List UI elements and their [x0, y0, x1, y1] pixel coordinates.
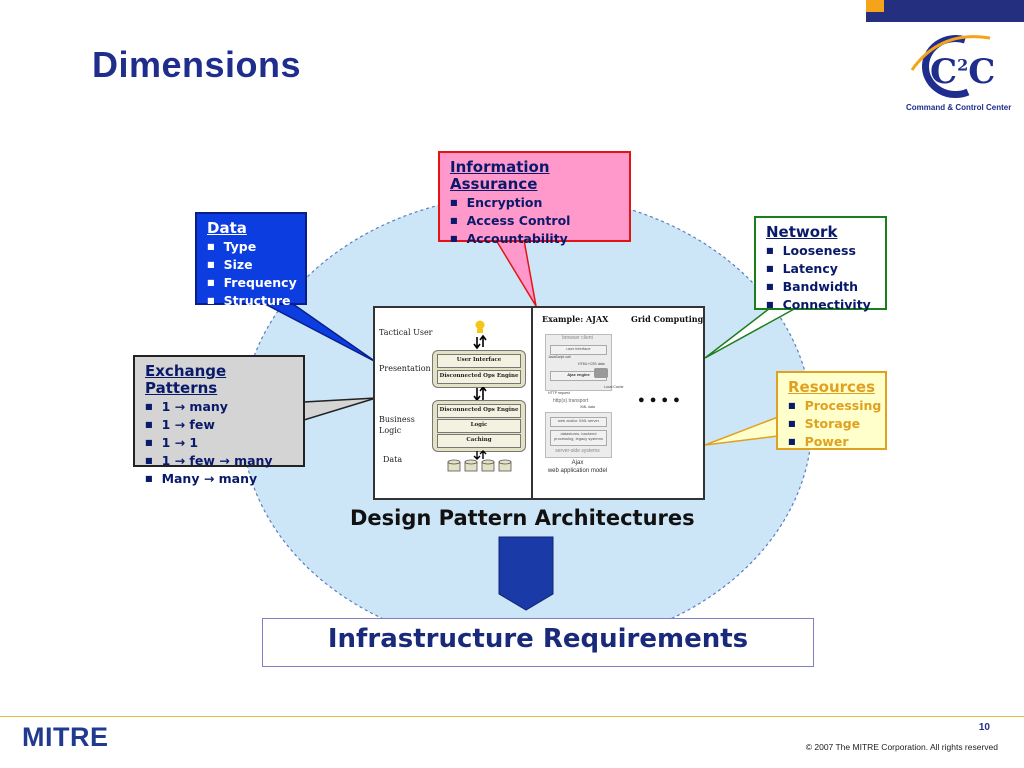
- ia-callout-title-line1: Information: [450, 158, 550, 176]
- data-label: Data: [383, 455, 403, 464]
- list-item: Processing: [788, 398, 882, 416]
- ajax-local-cache-label: Local Cache: [604, 385, 624, 389]
- ajax-server-side-label: server-side systems: [555, 448, 600, 454]
- ajax-user-interface: user interface: [550, 345, 607, 355]
- user-interface-layer: User Interface: [437, 354, 521, 368]
- ajax-caption-1: Ajax: [571, 460, 584, 466]
- c2c-logo: [910, 35, 991, 99]
- network-callout-title: Network: [766, 223, 838, 241]
- resources-callout-list: Processing Storage Power: [788, 398, 882, 452]
- design-pattern-caption: Design Pattern Architectures: [350, 506, 695, 530]
- infrastructure-caption: Infrastructure Requirements: [327, 624, 749, 654]
- resources-callout-title: Resources: [788, 378, 876, 396]
- list-item: 1 → many: [145, 399, 293, 417]
- list-item: Power: [788, 434, 875, 452]
- disconnected-ops-layer-2: Disconnected Ops Engine: [437, 404, 521, 418]
- list-item: Bandwidth: [766, 279, 875, 297]
- caching-layer: Caching: [437, 434, 521, 448]
- down-arrow: [498, 536, 554, 611]
- network-callout-list: Looseness Latency Bandwidth Connectivity: [766, 243, 875, 315]
- ajax-browser-client-label: browser client: [562, 335, 593, 341]
- data-callout-title: Data: [207, 219, 247, 237]
- mitre-logo: MITRE: [22, 722, 109, 752]
- ajax-xml-data: XML data: [580, 405, 595, 409]
- ajax-client-box: [545, 334, 612, 391]
- resources-callout: Resources Processing Storage Power: [776, 371, 887, 450]
- list-item: Frequency: [207, 275, 297, 293]
- exchange-patterns-callout: Exchange Patterns 1 → many 1 → few 1 → 1…: [133, 355, 305, 486]
- example-ajax-label: Example: AJAX: [542, 314, 609, 324]
- presentation-label: Presentation: [379, 364, 431, 373]
- ia-callout-title-line2: Assurance: [450, 175, 538, 193]
- database-icons: [447, 459, 512, 472]
- slide-title: Dimensions: [92, 44, 302, 85]
- updown-arrow-icon: [473, 387, 487, 401]
- ajax-datastores: datastores, backend processing, legacy s…: [550, 430, 607, 446]
- user-icon: [473, 320, 487, 350]
- list-item: Latency: [766, 261, 875, 279]
- list-item: Storage: [788, 416, 875, 434]
- exchange-callout-title: Exchange Patterns: [145, 362, 227, 397]
- list-item: 1 → few → many: [145, 453, 293, 471]
- ajax-html-css: HTML+CSS data: [578, 362, 605, 366]
- ajax-local-cache: [594, 368, 608, 378]
- network-callout: Network Looseness Latency Bandwidth Conn…: [754, 216, 887, 312]
- logo-c2: C: [968, 52, 996, 92]
- logic-layer: Logic: [437, 419, 521, 433]
- corner-bar: [866, 0, 1024, 22]
- logo-c1: C: [930, 52, 958, 92]
- list-item: Accountability: [450, 231, 619, 249]
- list-item: Structure: [207, 293, 295, 311]
- ajax-caption-2: web application model: [547, 468, 608, 474]
- data-callout: Data Type Size Frequency Structure: [195, 212, 307, 308]
- logo-caption: Command & Control Center: [906, 103, 1012, 112]
- logo-superscript: 2: [957, 55, 969, 75]
- information-assurance-callout: Information Assurance Encryption Access …: [438, 151, 631, 246]
- business-label: Business: [379, 415, 415, 424]
- list-item: Type: [207, 239, 295, 257]
- architecture-diagram: [373, 306, 705, 500]
- disconnected-ops-layer: Disconnected Ops Engine: [437, 370, 521, 384]
- tactical-user-label: Tactical User: [379, 328, 433, 337]
- copyright-notice: © 2007 The MITRE Corporation. All rights…: [805, 742, 998, 752]
- list-item: Access Control: [450, 213, 619, 231]
- grid-computing-label: Grid Computing: [631, 314, 704, 324]
- list-item: 1 → 1: [145, 435, 293, 453]
- infrastructure-box: [262, 618, 814, 667]
- updown-arrow-icon: [473, 450, 487, 460]
- list-item: Many → many: [145, 471, 293, 489]
- footer-divider: [0, 716, 1024, 717]
- logic-label: Logic: [379, 426, 402, 435]
- corner-accent: [866, 0, 884, 12]
- list-item: Connectivity: [766, 297, 875, 315]
- list-item: Encryption: [450, 195, 619, 213]
- page-number: 10: [978, 722, 990, 733]
- ellipsis-dots: ● ● ● ●: [638, 394, 681, 406]
- list-item: Looseness: [766, 243, 875, 261]
- ajax-js-call: JavaScript call: [548, 355, 571, 359]
- diagram-divider: [531, 306, 533, 500]
- list-item: Size: [207, 257, 295, 275]
- logo-mark: C2C: [930, 52, 995, 92]
- data-callout-list: Type Size Frequency Structure: [207, 239, 297, 311]
- ajax-http-request: HTTP request: [548, 391, 570, 395]
- ajax-web-server: web and/or XML server: [550, 417, 607, 427]
- ia-callout-list: Encryption Access Control Accountability: [450, 195, 619, 249]
- exchange-callout-list: 1 → many 1 → few 1 → 1 1 → few → many Ma…: [145, 399, 293, 489]
- list-item: 1 → few: [145, 417, 293, 435]
- ajax-http-transport: http(s) transport: [553, 398, 589, 404]
